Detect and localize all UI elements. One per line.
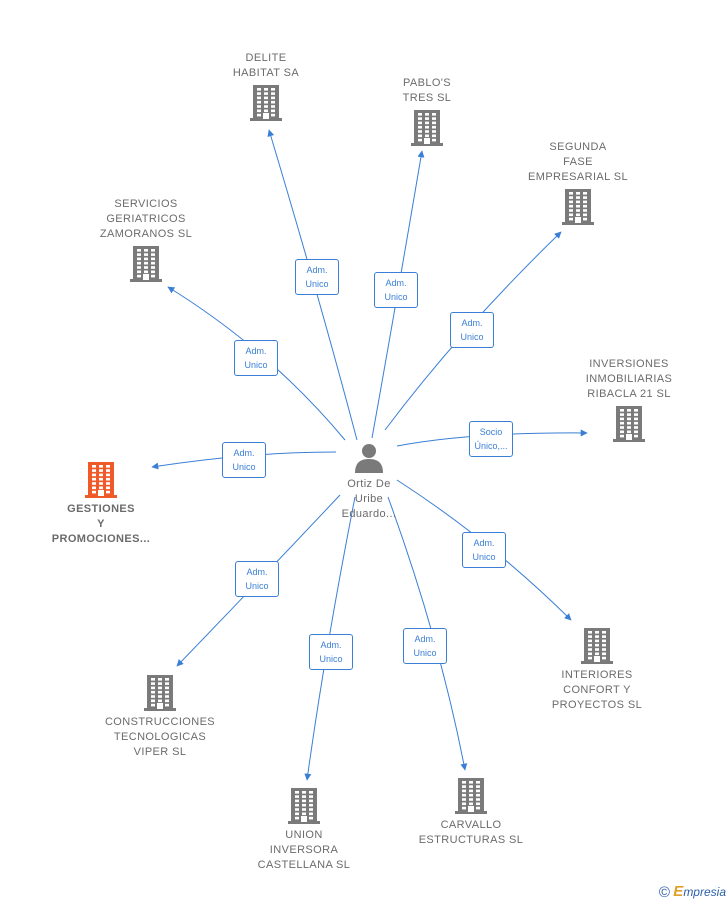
building-icon: [85, 462, 117, 498]
relation-text: Unico: [244, 360, 268, 370]
relation-label-delite[interactable]: Adm. Unico: [295, 259, 339, 295]
company-label-line: INMOBILIARIAS: [585, 373, 673, 385]
relation-text: Adm.: [414, 634, 436, 644]
company-label-line: INTERIORES: [561, 669, 633, 681]
company-label: CARVALLO ESTRUCTURAS SL: [396, 818, 546, 848]
relation-text: Unico: [305, 279, 329, 289]
company-label: INTERIORES CONFORT Y PROYECTOS SL: [522, 668, 672, 713]
building-icon: [250, 85, 282, 121]
copyright-credit[interactable]: © Empresia: [659, 883, 726, 901]
company-label-line: HABITAT SA: [232, 67, 300, 79]
relation-text: Adm.: [233, 448, 255, 458]
relation-text: Unico: [413, 648, 437, 658]
relation-label-construcciones[interactable]: Adm. Unico: [235, 561, 279, 597]
building-icon: [455, 778, 487, 814]
company-label-line: Y: [97, 518, 105, 530]
relation-text: Unico: [319, 654, 343, 664]
company-node-inversiones[interactable]: INVERSIONES INMOBILIARIAS RIBACLA 21 SL: [554, 357, 704, 442]
company-node-servicios[interactable]: SERVICIOS GERIATRICOS ZAMORANOS SL: [71, 197, 221, 282]
relation-label-pablos[interactable]: Adm. Unico: [374, 272, 418, 308]
company-label: SERVICIOS GERIATRICOS ZAMORANOS SL: [71, 197, 221, 242]
company-label: DELITE HABITAT SA: [191, 51, 341, 81]
relation-text: Adm.: [320, 640, 342, 650]
company-label-line: DELITE: [245, 52, 287, 64]
person-label-line: Eduardo...: [341, 508, 397, 520]
relation-text: Unico: [472, 552, 496, 562]
relation-text: Adm.: [385, 278, 407, 288]
company-label-line: PROMOCIONES...: [51, 533, 151, 545]
company-label-line: EMPRESARIAL SL: [528, 171, 628, 183]
building-icon: [613, 406, 645, 442]
company-label-line: CASTELLANA SL: [257, 859, 351, 871]
building-icon: [562, 189, 594, 225]
relation-label-union[interactable]: Adm. Unico: [309, 634, 353, 670]
company-node-interiores[interactable]: INTERIORES CONFORT Y PROYECTOS SL: [522, 628, 672, 713]
relation-text: Socio: [479, 427, 503, 437]
company-node-segunda[interactable]: SEGUNDA FASE EMPRESARIAL SL: [503, 140, 653, 225]
company-label: GESTIONES Y PROMOCIONES...: [26, 502, 176, 547]
relation-label-interiores[interactable]: Adm. Unico: [462, 532, 506, 568]
relation-text: Adm.: [306, 265, 328, 275]
relation-text: Adm.: [246, 567, 268, 577]
relation-text: Unico: [232, 462, 256, 472]
building-icon: [581, 628, 613, 664]
company-label-line: SEGUNDA: [549, 141, 607, 153]
company-node-pablos[interactable]: PABLO'S TRES SL: [352, 76, 502, 146]
company-label-line: RIBACLA 21 SL: [587, 388, 671, 400]
relation-text: Unico: [384, 292, 408, 302]
company-node-carvallo[interactable]: CARVALLO ESTRUCTURAS SL: [396, 778, 546, 848]
relation-text: Adm.: [473, 538, 495, 548]
copyright-symbol: ©: [658, 884, 670, 901]
company-node-gestiones[interactable]: GESTIONES Y PROMOCIONES...: [26, 462, 176, 547]
brand-initial: E: [673, 883, 684, 900]
company-node-construcciones[interactable]: CONSTRUCCIONES TECNOLOGICAS VIPER SL: [85, 675, 235, 760]
company-label-line: FASE: [563, 156, 593, 168]
company-node-delite[interactable]: DELITE HABITAT SA: [191, 51, 341, 121]
company-label-line: TECNOLOGICAS: [113, 731, 207, 743]
company-label-line: CONFORT Y: [563, 684, 631, 696]
company-label-line: SERVICIOS: [114, 198, 178, 210]
person-icon: [355, 444, 383, 473]
company-label-line: INVERSIONES: [589, 358, 669, 370]
company-label-line: ESTRUCTURAS SL: [418, 834, 524, 846]
building-icon: [130, 246, 162, 282]
company-label-line: ZAMORANOS SL: [99, 228, 193, 240]
company-label-line: INVERSORA: [269, 844, 339, 856]
brand-name: mpresia: [683, 885, 726, 899]
relation-label-segunda[interactable]: Adm. Unico: [450, 312, 494, 348]
company-label: PABLO'S TRES SL: [352, 76, 502, 106]
relation-text: Unico: [245, 581, 269, 591]
relation-text: Unico: [460, 332, 484, 342]
company-label-line: GESTIONES: [67, 503, 135, 515]
relation-text: Único,...: [474, 441, 508, 451]
building-icon: [144, 675, 176, 711]
company-label: SEGUNDA FASE EMPRESARIAL SL: [503, 140, 653, 185]
company-label: CONSTRUCCIONES TECNOLOGICAS VIPER SL: [85, 715, 235, 760]
building-icon: [411, 110, 443, 146]
relation-label-servicios[interactable]: Adm. Unico: [234, 340, 278, 376]
relation-label-carvallo[interactable]: Adm. Unico: [403, 628, 447, 664]
company-label-line: PABLO'S: [402, 77, 452, 89]
company-label: UNION INVERSORA CASTELLANA SL: [229, 828, 379, 873]
relation-label-gestiones[interactable]: Adm. Unico: [222, 442, 266, 478]
company-label-line: CARVALLO: [440, 819, 502, 831]
building-icon: [288, 788, 320, 824]
company-node-union[interactable]: UNION INVERSORA CASTELLANA SL: [229, 788, 379, 873]
person-label-line: Ortiz De: [347, 478, 391, 490]
company-label-line: CONSTRUCCIONES: [104, 716, 216, 728]
person-label-line: Uribe: [354, 493, 384, 505]
company-label: INVERSIONES INMOBILIARIAS RIBACLA 21 SL: [554, 357, 704, 402]
company-label-line: GERIATRICOS: [106, 213, 186, 225]
company-label-line: TRES SL: [402, 92, 452, 104]
relation-text: Adm.: [461, 318, 483, 328]
company-label-line: PROYECTOS SL: [551, 699, 643, 711]
relation-text: Adm.: [245, 346, 267, 356]
company-label-line: UNION: [285, 829, 323, 841]
company-label-line: VIPER SL: [133, 746, 187, 758]
